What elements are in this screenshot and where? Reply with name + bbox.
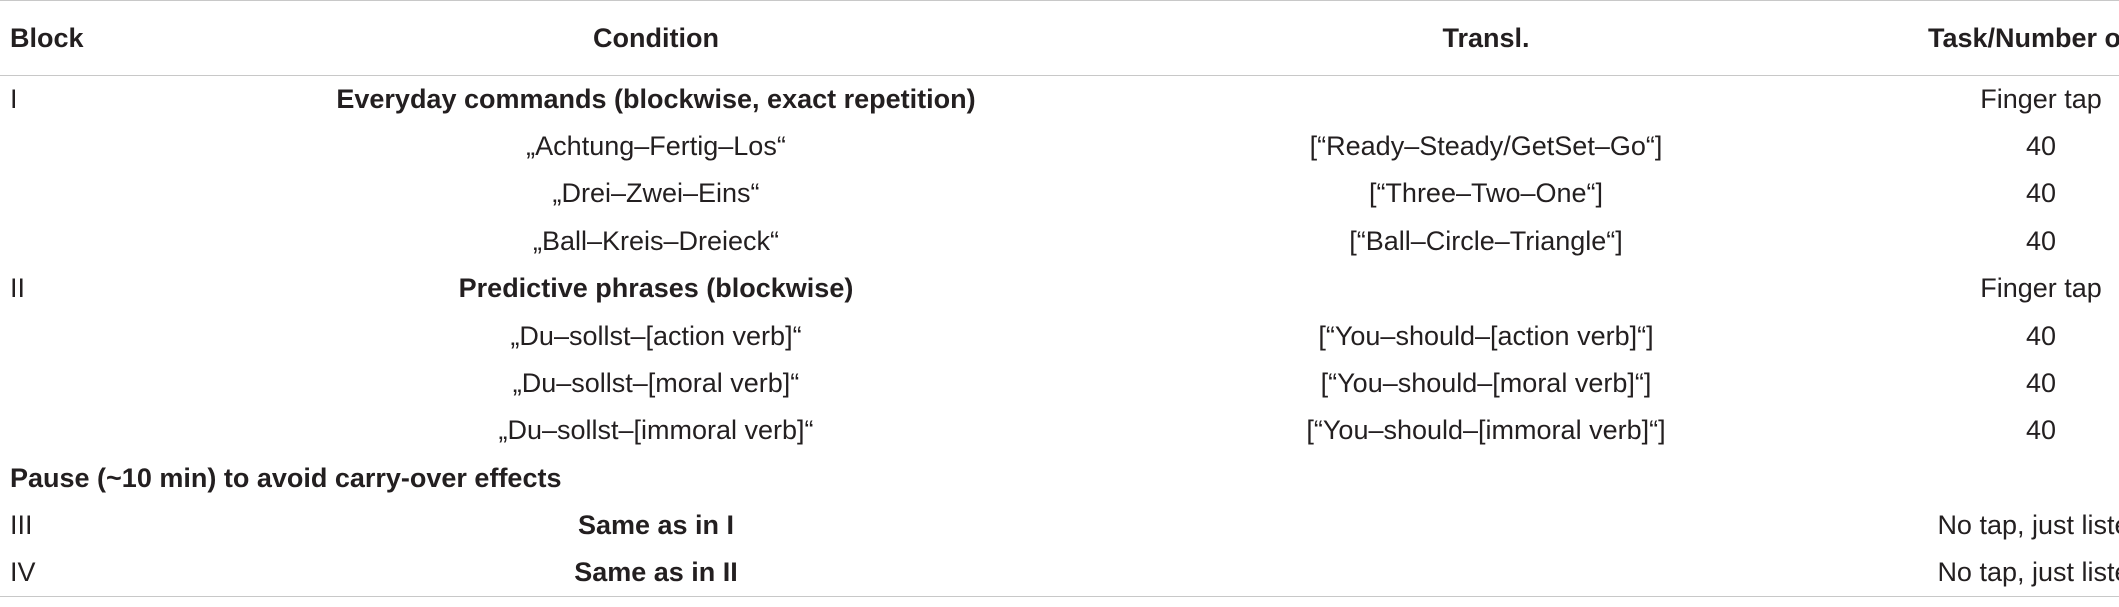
condition-cell: „Ball–Kreis–Dreieck“ — [532, 225, 780, 256]
table-row: „Du–sollst–[moral verb]“ [“You–should–[m… — [0, 360, 2119, 407]
block-cell — [0, 360, 258, 407]
translation-cell: [“Ready–Steady/GetSet–Go“] — [1309, 131, 1663, 162]
block-cell — [0, 218, 258, 265]
header-task: Task/Number of trials — [1918, 0, 2119, 76]
task-cell: No tap, just listen — [1918, 549, 2119, 598]
block-cell — [0, 123, 258, 170]
pause-note: Pause (~10 min) to avoid carry-over effe… — [10, 462, 562, 493]
translation-cell: [“Three–Two–One“] — [1368, 178, 1604, 209]
condition-cell: Same as in II — [258, 549, 1048, 598]
block-cell: I — [10, 83, 18, 114]
translation-cell — [1048, 76, 1918, 123]
task-cell: Finger tap — [1980, 83, 2102, 114]
condition-cell: Everyday commands (blockwise, exact repe… — [336, 83, 976, 114]
header-condition: Condition — [258, 0, 1048, 76]
translation-cell — [1048, 502, 1918, 549]
table-row: „Du–sollst–[immoral verb]“ [“You–should–… — [0, 407, 2119, 454]
table-row: IV Same as in II No tap, just listen — [0, 549, 2119, 598]
translation-cell: [“You–should–[action verb]“] — [1318, 320, 1654, 351]
condition-cell: Same as in I — [577, 510, 735, 541]
condition-cell: „Achtung–Fertig–Los“ — [526, 131, 786, 162]
task-cell: 40 — [2025, 415, 2057, 446]
pause-row: Pause (~10 min) to avoid carry-over effe… — [0, 455, 2119, 502]
table-row: „Ball–Kreis–Dreieck“ [“Ball–Circle–Trian… — [0, 218, 2119, 265]
header-block: Block — [0, 0, 258, 76]
table-header-row: Block Condition Transl. Task/Number of t… — [0, 0, 2119, 76]
block-cell: II — [10, 273, 26, 304]
block-cell — [0, 312, 258, 359]
task-cell: 40 — [2025, 320, 2057, 351]
task-cell: 40 — [2025, 368, 2057, 399]
task-cell: 40 — [2025, 131, 2057, 162]
condition-cell: Predictive phrases (blockwise) — [458, 273, 854, 304]
block-cell — [0, 407, 258, 454]
translation-cell: [“You–should–[immoral verb]“] — [1306, 415, 1666, 446]
header-translation: Transl. — [1048, 0, 1918, 76]
table-row: „Achtung–Fertig–Los“ [“Ready–Steady/GetS… — [0, 123, 2119, 170]
table-row: III Same as in I No tap, just listen — [0, 502, 2119, 549]
block-cell — [0, 170, 258, 217]
condition-cell: „Du–sollst–[moral verb]“ — [512, 368, 800, 399]
table-row: „Drei–Zwei–Eins“ [“Three–Two–One“] 40 — [0, 170, 2119, 217]
condition-cell: „Drei–Zwei–Eins“ — [552, 178, 760, 209]
block-cell: IV — [0, 549, 258, 598]
task-cell: Finger tap — [1980, 273, 2102, 304]
task-cell: 40 — [2025, 178, 2057, 209]
translation-cell — [1048, 265, 1918, 312]
table-row: I Everyday commands (blockwise, exact re… — [0, 76, 2119, 123]
task-cell: 40 — [2025, 225, 2057, 256]
condition-cell: „Du–sollst–[immoral verb]“ — [498, 415, 814, 446]
table-row: II Predictive phrases (blockwise) Finger… — [0, 265, 2119, 312]
block-cell: III — [10, 510, 33, 541]
translation-cell: [“Ball–Circle–Triangle“] — [1349, 225, 1623, 256]
condition-cell: „Du–sollst–[action verb]“ — [510, 320, 802, 351]
translation-cell: [“You–should–[moral verb]“] — [1320, 368, 1652, 399]
translation-cell — [1048, 549, 1918, 598]
task-cell: No tap, just listen — [1937, 510, 2119, 541]
table-row: „Du–sollst–[action verb]“ [“You–should–[… — [0, 312, 2119, 359]
